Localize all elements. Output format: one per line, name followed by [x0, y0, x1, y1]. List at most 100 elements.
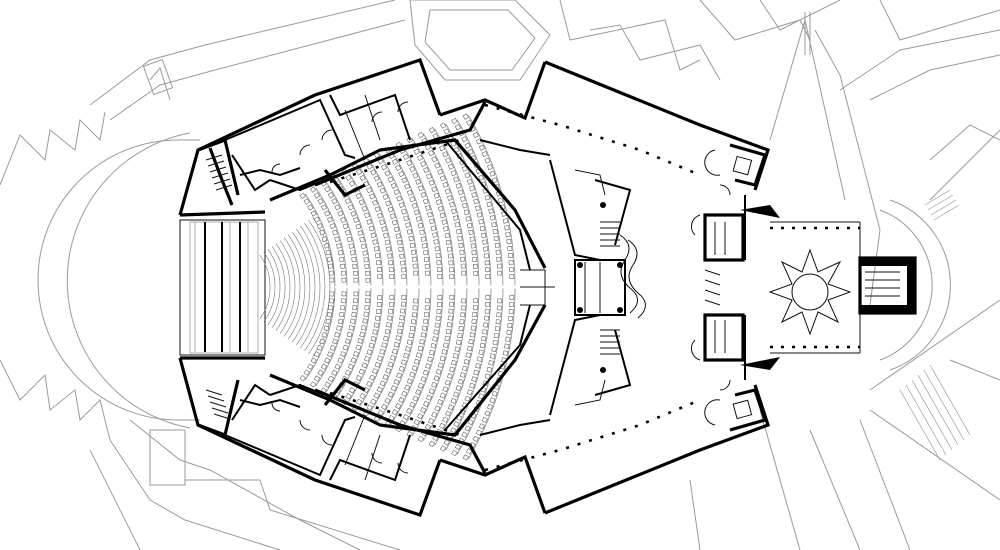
seat [391, 409, 399, 416]
seat [461, 365, 468, 372]
seat [417, 222, 424, 229]
seat [428, 179, 435, 186]
seat [365, 270, 370, 276]
seat [351, 256, 357, 263]
seat [417, 131, 424, 139]
seat [508, 260, 514, 265]
seat [466, 448, 473, 455]
seat [409, 242, 416, 249]
seat [360, 243, 367, 250]
seat [355, 344, 362, 351]
seat [425, 173, 433, 180]
seat [450, 170, 457, 177]
seat [427, 417, 435, 425]
seat [400, 301, 406, 307]
seat [466, 222, 473, 229]
seat [420, 160, 427, 167]
seat [400, 260, 406, 266]
seat [442, 386, 449, 393]
seat [412, 263, 418, 269]
seat [470, 325, 476, 331]
seat [415, 389, 422, 396]
seat [363, 311, 369, 317]
seat [328, 305, 334, 311]
seat [332, 338, 338, 345]
seat [472, 263, 478, 269]
seat [384, 397, 391, 404]
seat [481, 416, 488, 423]
seat [379, 219, 385, 226]
seat [347, 204, 354, 211]
pit-line [304, 222, 326, 352]
seat [455, 385, 462, 392]
seat [417, 435, 424, 443]
seat [416, 413, 424, 420]
seat [401, 274, 407, 280]
seat [324, 381, 331, 388]
seat [436, 301, 442, 307]
seat [362, 250, 368, 256]
seat [468, 339, 474, 345]
seat [400, 308, 406, 314]
seat [450, 427, 457, 434]
seat [404, 384, 411, 391]
seat [497, 270, 503, 276]
seat [509, 295, 515, 300]
seat [491, 177, 498, 184]
seat [400, 208, 407, 215]
seat [359, 174, 366, 182]
pit-line [263, 251, 276, 323]
seat [423, 400, 430, 407]
seat [402, 153, 409, 161]
seat [365, 298, 370, 304]
seat [366, 349, 373, 356]
seat [363, 257, 369, 263]
seat [344, 229, 351, 236]
seat [423, 256, 430, 263]
seat [452, 215, 459, 221]
seat [476, 356, 483, 362]
seat [336, 325, 342, 331]
seat [389, 354, 396, 361]
seat [379, 348, 385, 355]
seat [449, 301, 454, 307]
seat [447, 404, 454, 411]
seat [451, 359, 457, 366]
seat [429, 218, 435, 225]
seat [472, 435, 479, 442]
pit-line [271, 246, 286, 328]
seat [415, 216, 422, 222]
seat [409, 401, 416, 408]
seat [436, 267, 442, 273]
seat [504, 225, 510, 231]
seat [358, 368, 365, 375]
seat [309, 381, 317, 388]
seat [401, 177, 408, 184]
seat [461, 298, 467, 304]
seat [355, 374, 362, 382]
seat [447, 163, 454, 170]
seat [398, 246, 404, 253]
seat [345, 393, 352, 400]
auditorium-seating [299, 113, 540, 461]
seat [299, 374, 307, 382]
seat [388, 301, 394, 307]
seat [423, 318, 429, 324]
seat [457, 189, 464, 196]
seat [449, 201, 455, 208]
seat [413, 270, 419, 276]
seat [429, 349, 435, 356]
pit-line [287, 234, 306, 340]
seat [458, 325, 464, 332]
seat [391, 158, 399, 165]
seat [353, 277, 359, 283]
seat [427, 356, 433, 363]
seat [423, 250, 429, 256]
seat [371, 199, 379, 206]
seat [497, 298, 503, 304]
seat [493, 332, 499, 339]
seat [320, 204, 328, 211]
seat [316, 223, 323, 230]
seat [491, 222, 497, 228]
seat [393, 189, 400, 196]
